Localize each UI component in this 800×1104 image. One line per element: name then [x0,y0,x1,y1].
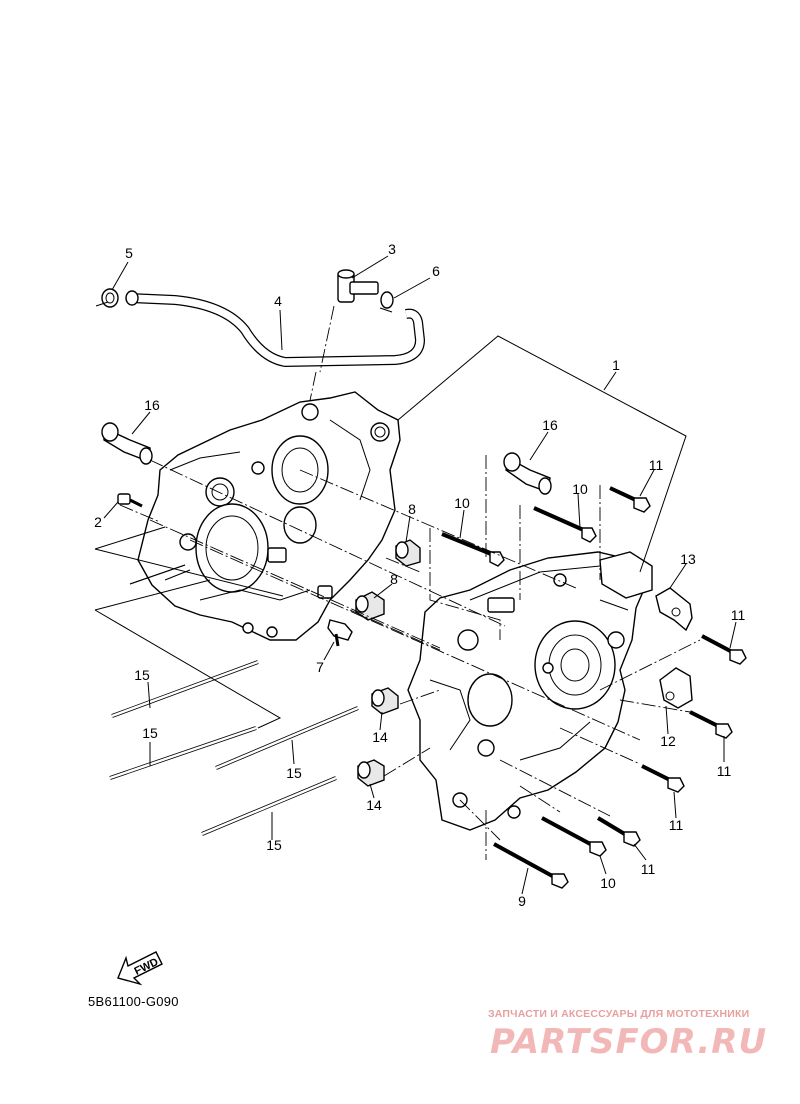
collar-8-lower [355,591,385,621]
collar-8-upper [395,539,421,567]
label-part-11: 11 [669,817,684,833]
collar-14-lower [357,759,385,787]
label-part-15: 15 [134,667,150,683]
label-part-14: 14 [366,797,382,813]
collar-14-upper [371,687,399,715]
label-part-5: 5 [125,245,133,261]
drawing-code: 5B61100-G090 [88,994,179,1009]
watermark-logo: PARTSFOR.RU [490,1022,768,1062]
label-part-2: 2 [94,514,102,530]
watermark-tagline: ЗАПЧАСТИ И АКСЕССУАРЫ ДЛЯ МОТОТЕХНИКИ [488,1008,750,1020]
label-part-6: 6 [432,263,440,279]
label-part-3: 3 [388,241,396,257]
stud-bolts-15 [109,660,359,836]
label-part-15: 15 [266,837,282,853]
label-part-15: 15 [286,765,302,781]
label-part-12: 12 [660,733,676,749]
bolt-7 [327,619,353,647]
label-part-8: 8 [390,571,398,587]
label-part-4: 4 [274,293,282,309]
dowel-pin-left [101,422,153,465]
label-part-10: 10 [572,481,588,497]
label-part-15: 15 [142,725,158,741]
washer-12 [659,667,693,709]
fwd-arrow-icon: FWD [117,951,163,986]
bolt-2 [117,493,143,508]
assembly-center-lines [119,459,701,841]
right-crankcase [407,551,651,831]
label-part-11: 11 [731,607,746,623]
fwd-label: FWD [133,956,161,978]
label-part-10: 10 [600,875,616,891]
leader-lines [94,255,737,895]
crankcase-bolts [441,486,747,889]
label-part-11: 11 [717,763,732,779]
breather-hose-assembly [95,269,426,411]
label-part-7: 7 [316,659,324,675]
left-crankcase [137,391,401,641]
label-part-13: 13 [680,551,696,567]
label-part-11: 11 [641,861,656,877]
breather-block [599,551,653,599]
clamp-13 [655,587,693,632]
dowel-pin-right [503,452,552,495]
label-part-10: 10 [454,495,470,511]
label-part-11: 11 [649,457,664,473]
label-part-16: 16 [144,397,160,413]
label-part-14: 14 [372,729,388,745]
label-part-9: 9 [518,893,526,909]
part-labels: 1 2 3 4 5 6 7 8 8 9 10 10 10 11 11 11 11… [94,241,745,909]
label-part-8: 8 [408,501,416,517]
label-part-1: 1 [612,357,620,373]
label-part-16: 16 [542,417,558,433]
